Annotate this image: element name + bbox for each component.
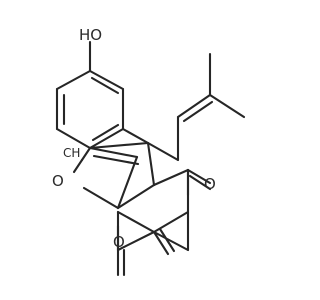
bond-ring-4 bbox=[88, 141, 150, 150]
bond-right-ring-7 bbox=[152, 230, 190, 252]
bond-aromatic-1 bbox=[55, 69, 92, 91]
methyl-label: CH bbox=[63, 146, 80, 160]
bond-right-ring-1 bbox=[152, 168, 190, 187]
bond-aromatic-6 bbox=[88, 69, 125, 91]
bond-aromatic-inner-2 bbox=[91, 123, 120, 142]
bond-alkene-lower-2 bbox=[158, 227, 176, 253]
hydroxyl-label: HO bbox=[79, 26, 102, 44]
bond-ketone-top-3 bbox=[188, 174, 212, 191]
ether-oxygen-label: O bbox=[52, 172, 64, 190]
bond-layer bbox=[55, 40, 246, 277]
bond-ring-1 bbox=[121, 127, 150, 145]
bond-side-chain-1 bbox=[146, 141, 180, 162]
bond-side-chain-5 bbox=[208, 93, 246, 119]
bond-right-ring-4 bbox=[116, 210, 156, 234]
bond-ring-7 bbox=[82, 186, 120, 210]
bond-bridge-down bbox=[116, 155, 139, 210]
chemical-structure: HO O O O CH bbox=[52, 26, 246, 277]
bond-ring-3 bbox=[72, 158, 84, 174]
bond-ring-2 bbox=[80, 146, 92, 162]
bond-ring-5 bbox=[146, 141, 156, 187]
ketone-bottom-label: O bbox=[113, 233, 125, 251]
bond-ring-6 bbox=[116, 183, 156, 210]
bond-alkene-bridge-1 bbox=[88, 146, 139, 159]
bond-aromatic-3 bbox=[55, 127, 92, 150]
bond-aromatic-inner-3 bbox=[90, 76, 120, 95]
bond-side-chain-3b bbox=[182, 100, 214, 123]
bond-alkene-lower-1 bbox=[152, 230, 170, 256]
bond-ketone-top-2 bbox=[186, 168, 212, 185]
bond-alkene-bridge-2 bbox=[92, 154, 140, 166]
bond-aromatic-4 bbox=[88, 127, 125, 150]
bond-side-chain-3 bbox=[176, 93, 212, 119]
bond-right-ring-6 bbox=[116, 230, 156, 252]
ketone-top-label: O bbox=[204, 175, 216, 193]
